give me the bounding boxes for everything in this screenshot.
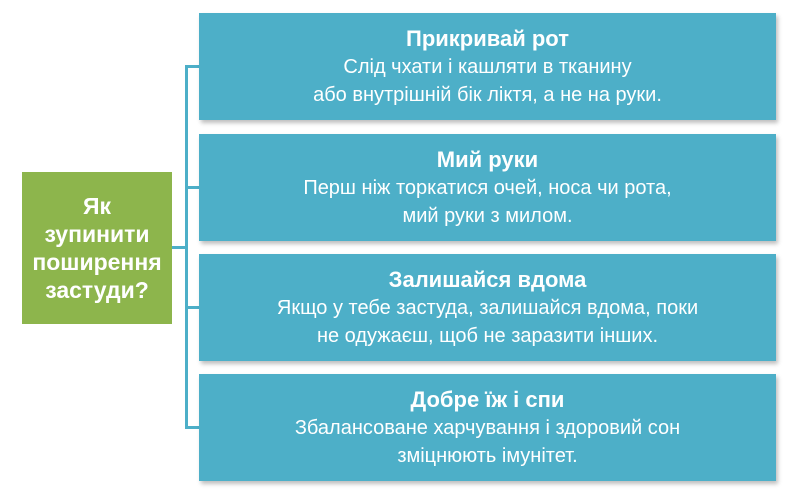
connector-vertical-spine [185, 66, 188, 428]
tip-title: Добре їж і спи [410, 387, 565, 412]
tip-text: Перш ніж торкатися очей, носа чи рота, м… [303, 177, 672, 227]
tip-box-wash-hands: Мий руки Перш ніж торкатися очей, носа ч… [199, 134, 776, 241]
tip-title: Залишайся вдома [388, 267, 587, 292]
connector-branch-2 [185, 186, 199, 189]
tip-box-cover-mouth: Прикривай рот Слід чхати і кашляти в тка… [199, 13, 776, 120]
root-label-line: зупинити [44, 221, 150, 247]
root-label-line: поширення [32, 249, 162, 275]
tip-box-stay-home: Залишайся вдома Якщо у тебе застуда, зал… [199, 254, 776, 361]
tip-box-eat-sleep: Добре їж і спи Збалансоване харчування і… [199, 374, 776, 481]
tip-title: Прикривай рот [406, 26, 569, 51]
tip-title: Мий руки [436, 147, 539, 172]
tip-text: Якщо у тебе застуда, залишайся вдома, по… [276, 297, 699, 347]
connector-branch-4 [185, 426, 199, 429]
root-node: Як зупинити поширення застуди? [22, 172, 172, 324]
tip-text: Збалансоване харчування і здоровий сон з… [294, 417, 681, 467]
connector-branch-1 [185, 65, 199, 68]
connector-root-stub [172, 246, 187, 249]
connector-branch-3 [185, 306, 199, 309]
tip-text: Слід чхати і кашляти в тканину або внутр… [313, 56, 662, 106]
root-label-line: Як [82, 193, 112, 219]
root-label: Як зупинити поширення застуди? [27, 192, 167, 304]
root-label-line: застуди? [45, 277, 149, 303]
